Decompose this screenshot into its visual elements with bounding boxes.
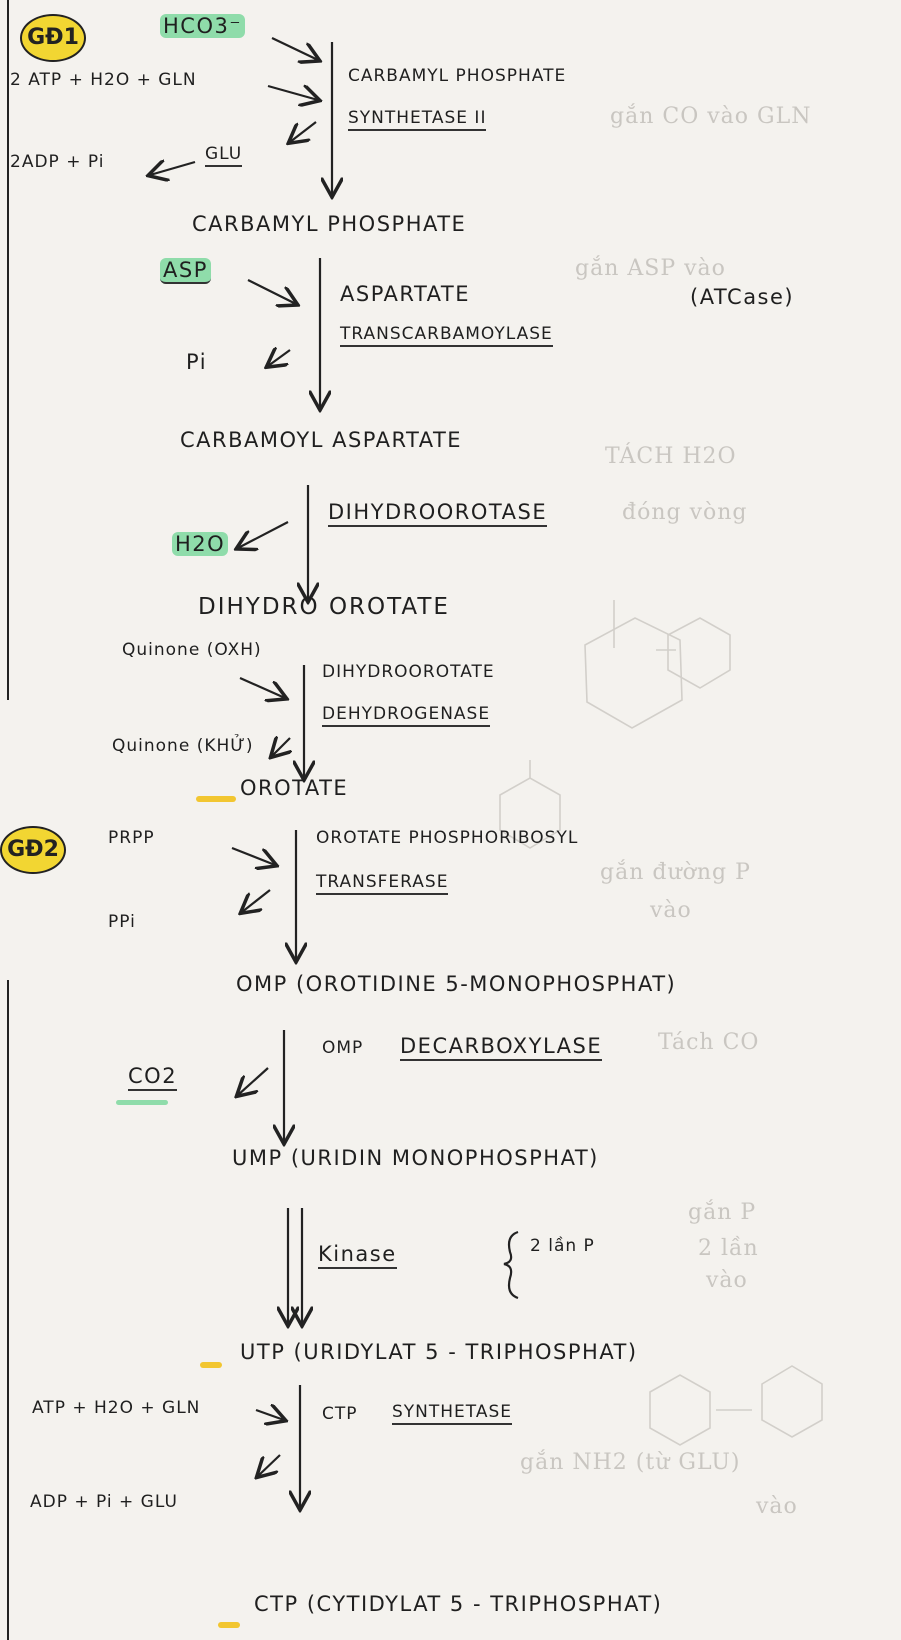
sketch-ring-1 [584, 617, 683, 729]
sketch-ring-4 [649, 1374, 711, 1446]
orotate-label: OROTATE [240, 776, 349, 800]
sketch-ring-5 [761, 1365, 823, 1438]
enzyme-omp-prefix: OMP [322, 1038, 364, 1058]
quinone-khu-label: Quinone (KHỬ) [112, 736, 254, 756]
enzyme-atcase-line1: ASPARTATE [340, 282, 470, 306]
enzyme-atcase-line2: TRANSCARBAMOYLASE [340, 324, 553, 347]
sketch-ring-2 [667, 617, 731, 689]
stage-badge-2: GĐ2 [0, 826, 66, 874]
quinone-oxh-label: Quinone (OXH) [122, 640, 262, 660]
enzyme-dihydroorotase: DIHYDROOROTASE [328, 500, 548, 527]
highlight-mark-co2 [116, 1100, 168, 1105]
in-arrow-prpp [231, 846, 275, 865]
carbamyl-phosphate-label: CARBAMYL PHOSPHATE [192, 212, 467, 236]
enzyme-oprt-line2: TRANSFERASE [316, 872, 449, 895]
enzyme-kinase: Kinase [318, 1242, 397, 1269]
atp-h2o-gln-label-2: ATP + H2O + GLN [32, 1398, 201, 1418]
enzyme-omp-decarboxylase: DECARBOXYLASE [400, 1034, 603, 1061]
note-gan-co-vao-gln: gắn CO vào GLN [610, 104, 812, 129]
out-arrow-quinone [272, 738, 290, 756]
carbamoyl-aspartate-label: CARBAMOYL ASPARTATE [180, 428, 463, 452]
adp-pi-glu-label: ADP + Pi + GLU [30, 1492, 178, 1512]
in-arrow-gln [267, 86, 318, 100]
brace [503, 1230, 519, 1300]
ppi-label: PPi [108, 912, 136, 932]
out-arrow-pi [268, 350, 291, 366]
note-gan-asp-vao: gắn ASP vào [575, 256, 726, 281]
enzyme-cps2-line2: SYNTHETASE II [348, 108, 487, 131]
in-arrow-asp [247, 279, 296, 304]
enzyme-dhodh-line2: DEHYDROGENASE [322, 704, 491, 727]
note-2-lan: 2 lần [698, 1236, 759, 1261]
in-arrow-gln-2 [255, 1410, 284, 1420]
asp-label: ASP [160, 258, 211, 284]
pi-label: Pi [186, 350, 208, 374]
enzyme-dhodh-line1: DIHYDROOROTATE [322, 662, 495, 682]
utp-label: UTP (URIDYLAT 5 - TRIPHOSPHAT) [240, 1340, 638, 1364]
omp-label: OMP (OROTIDINE 5-MONOPHOSPHAT) [236, 972, 677, 996]
out-arrow-h2o [238, 521, 289, 548]
note-vao-2: vào [706, 1268, 748, 1293]
in-arrow-quinone [239, 676, 285, 698]
dihydroorotate-label: DIHYDRO OROTATE [198, 594, 450, 620]
note-tach-co: Tách CO [658, 1030, 760, 1055]
note-gan-nh2: gắn NH2 (từ GLU) [520, 1450, 741, 1475]
highlight-mark-ctp [218, 1622, 240, 1628]
prpp-label: PRPP [108, 828, 155, 848]
atp-h2o-gln-label: 2 ATP + H2O + GLN [10, 70, 197, 90]
note-gan-p: gắn P [688, 1200, 757, 1225]
out-arrow-ppi [242, 889, 271, 912]
out-arrow-glu-2 [258, 1454, 281, 1476]
enzyme-ctp-synthetase: SYNTHETASE [392, 1402, 513, 1425]
ctp-label: CTP (CYTIDYLAT 5 - TRIPHOSPHAT) [254, 1592, 663, 1616]
highlight-mark-utp [200, 1362, 222, 1368]
brace-note-2-lan-p: 2 lần P [530, 1236, 595, 1256]
note-dong-vong: đóng vòng [622, 500, 748, 525]
co2-label: CO2 [128, 1064, 178, 1091]
enzyme-oprt-line1: OROTATE PHOSPHORIBOSYL [316, 828, 579, 848]
glu-label: GLU [205, 144, 243, 167]
note-gan-duong-p: gắn đường P [600, 860, 751, 885]
note-vao-3: vào [756, 1494, 798, 1519]
out-arrow-co2 [238, 1067, 269, 1095]
stage-badge-1: GĐ1 [20, 14, 86, 62]
note-tach-h2o: TÁCH H2O [605, 444, 737, 469]
out-arrow-glu [290, 121, 317, 142]
enzyme-cps2-line1: CARBAMYL PHOSPHATE [348, 66, 567, 86]
atcase-abbr: (ATCase) [690, 285, 795, 309]
arrow-glu-to-adp [150, 162, 196, 175]
ump-label: UMP (URIDIN MONOPHOSPHAT) [232, 1146, 599, 1170]
hco3-label: HCO3⁻ [160, 14, 245, 38]
h2o-label: H2O [172, 532, 229, 556]
note-vao-1: vào [650, 898, 692, 923]
adp-pi-label: 2ADP + Pi [10, 152, 105, 172]
highlight-mark-orotate [196, 796, 236, 802]
enzyme-ctp-prefix: CTP [322, 1404, 358, 1424]
in-arrow-hco3 [271, 37, 318, 60]
